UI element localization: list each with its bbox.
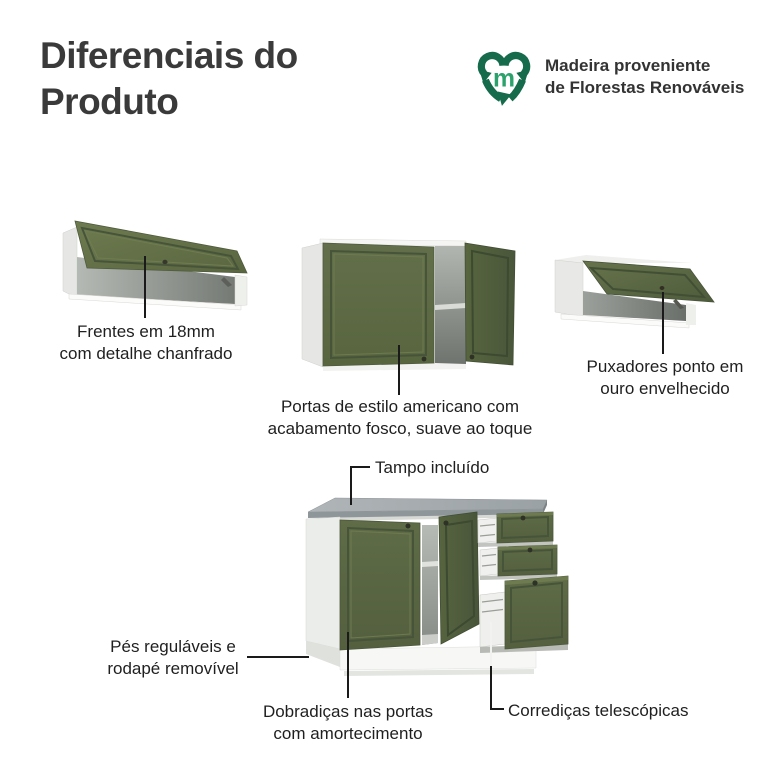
cabinet-bottom-edge: [68, 293, 242, 311]
drawer-top-edge: [505, 576, 568, 585]
drawer-top-edge: [498, 545, 557, 550]
countertop-front-edge: [308, 509, 543, 518]
drawer-frame: [502, 548, 553, 573]
telescopic-slide: [481, 598, 504, 603]
pointer-line-tampo-vertical: [350, 466, 352, 505]
cabinet-side-panel: [301, 242, 324, 368]
drawer-frame: [501, 515, 549, 540]
pointer-line-corredicas-upper: [490, 622, 492, 666]
hinge-arm: [673, 299, 684, 309]
telescopic-slide: [479, 533, 496, 537]
page-title-line1: Diferenciais do: [40, 35, 298, 76]
drawer-knob: [520, 515, 526, 521]
cabinet-interior: [583, 291, 686, 321]
cabinet-side-panel: [305, 516, 341, 650]
door-shaker-frame: [588, 266, 707, 299]
badge-text-line2: de Florestas Renováveis: [545, 78, 745, 97]
closed-door: [322, 242, 435, 367]
drawer-top-edge: [497, 512, 553, 517]
cabinet-bottom-edge: [323, 363, 466, 371]
pointer-line-corredicas-horizontal: [490, 708, 504, 710]
base-cabinet-illustration: [305, 497, 569, 676]
side-plinth: [306, 641, 340, 667]
under-counter-shadow: [340, 514, 537, 521]
drawer-frame: [510, 581, 563, 644]
renewable-wood-badge: m Madeira proveniente de Florestas Renov…: [471, 44, 744, 110]
floor-shadow: [344, 669, 534, 676]
feature-label-frentes: Frentes em 18mm com detalhe chanfrado: [59, 322, 233, 363]
badge-text-line1: Madeira proveniente: [545, 56, 711, 75]
closed-door: [339, 519, 421, 651]
pointer-line-frentes: [144, 256, 146, 318]
door-shaker-frame: [330, 249, 427, 360]
pointer-line-puxadores: [662, 292, 664, 354]
recycle-heart-icon: m: [477, 51, 531, 106]
door-panel-highlight: [350, 530, 411, 639]
drawer-knob: [527, 547, 533, 553]
cabinet-top-face: [555, 255, 692, 263]
door-knob: [162, 259, 168, 265]
cabinet-side-panel: [62, 226, 78, 299]
feature-label-puxadores: Puxadores ponto em ouro envelhecido: [586, 357, 744, 398]
cabinet-shelf: [435, 303, 466, 310]
wall-cabinet-flip-door-illustration: [62, 220, 248, 311]
door-shaker-frame: [347, 526, 414, 643]
cabinet-end-panel: [686, 303, 696, 325]
feature-label-corredicas: Corrediças telescópicas: [508, 701, 689, 720]
cabinet-bottom-edge: [560, 313, 690, 329]
badge-text: Madeira proveniente de Florestas Renováv…: [545, 55, 744, 99]
door-shaker-frame: [80, 226, 240, 271]
logo-letter-m: m: [493, 65, 515, 92]
hinge-arm: [221, 277, 232, 287]
cabinet-side-panel: [554, 259, 584, 318]
flip-up-door: [582, 260, 715, 303]
pointer-line-pes: [247, 656, 309, 658]
drawer-box-1: [477, 517, 498, 544]
telescopic-slide: [479, 523, 496, 527]
countertop-end: [543, 500, 547, 514]
cabinet-floor: [422, 634, 438, 645]
cabinet-shelf: [422, 561, 438, 567]
open-door-frame: [444, 519, 476, 637]
drawer-box-2: [479, 547, 499, 577]
feature-label-dobradicas: Dobradiças nas portas com amortecimento: [262, 702, 434, 743]
door-panel-highlight: [333, 253, 424, 356]
cabinet-end-panel: [234, 274, 248, 307]
wall-cabinet-double-door-illustration: [301, 238, 516, 371]
telescopic-slide: [481, 608, 504, 613]
aged-gold-knob: [659, 286, 665, 290]
pointer-line-tampo-horizontal: [350, 466, 370, 468]
drawer-front-1: [496, 511, 554, 544]
page-title-line2: Produto: [40, 81, 179, 122]
door-panel-highlight: [84, 230, 235, 267]
drawer-knob: [532, 580, 538, 586]
open-door-frame: [470, 249, 510, 358]
cabinet-interior: [422, 525, 438, 645]
wall-cabinet-handle-illustration: [554, 255, 715, 329]
open-door: [464, 242, 516, 366]
door-knob: [421, 356, 427, 362]
door-knob: [405, 523, 411, 529]
feature-label-pes: Pés reguláveis e rodapé removível: [107, 637, 239, 678]
drawer-shadow: [480, 644, 568, 653]
open-door-knob: [443, 520, 449, 526]
open-door: [438, 511, 480, 645]
pointer-line-corredicas-vertical: [490, 666, 492, 710]
feature-label-portas: Portas de estilo americano com acabament…: [267, 397, 533, 438]
telescopic-slide: [481, 563, 497, 567]
feature-label-tampo: Tampo incluído: [375, 458, 490, 477]
page-title: Diferenciais do Produto: [40, 33, 298, 125]
open-door-knob: [469, 354, 475, 360]
drawer-front-3: [504, 575, 569, 650]
telescopic-slide: [481, 553, 497, 557]
pointer-line-portas: [398, 345, 400, 395]
pointer-line-dobradicas: [347, 632, 349, 698]
